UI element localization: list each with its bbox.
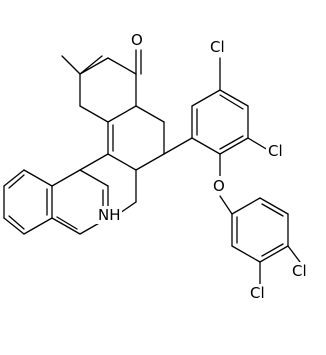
bond <box>61 55 81 75</box>
bond <box>247 137 269 151</box>
bond <box>79 169 109 187</box>
label-backdrop <box>96 206 122 224</box>
bond <box>56 216 78 230</box>
bond <box>79 55 103 75</box>
ketone-oxygen-label: O <box>131 31 143 49</box>
bond <box>51 169 81 187</box>
bond <box>23 217 53 235</box>
bonds <box>3 49 301 287</box>
bond <box>219 89 249 107</box>
bond <box>107 153 137 171</box>
bond <box>219 195 233 215</box>
bond <box>219 94 244 110</box>
bond <box>135 105 165 123</box>
label-backdrop <box>208 38 230 56</box>
bond <box>231 245 261 263</box>
label-backdrop <box>266 142 288 160</box>
bond <box>8 174 25 189</box>
bond <box>107 105 137 123</box>
bond <box>8 215 25 230</box>
bond <box>3 217 25 235</box>
bond <box>219 135 244 150</box>
chlorine-label: Cl <box>292 262 307 280</box>
ether-oxygen-label: O <box>213 177 225 195</box>
bond <box>163 137 193 155</box>
chlorine-label: Cl <box>210 38 225 56</box>
bond <box>135 153 165 171</box>
bond <box>219 137 249 155</box>
bond <box>287 245 301 263</box>
bond <box>261 243 284 257</box>
bond <box>231 197 261 215</box>
bond <box>23 169 53 187</box>
bond <box>261 203 284 217</box>
bond <box>79 57 109 75</box>
atom-labels: O Cl Cl O NH Cl Cl <box>96 30 312 302</box>
label-backdrop <box>290 262 312 280</box>
bond <box>259 245 289 263</box>
amine-nh-label: NH <box>98 206 121 224</box>
bond <box>191 137 221 155</box>
bond <box>51 217 81 235</box>
bond <box>119 201 137 214</box>
bond <box>107 57 137 75</box>
chlorine-label: Cl <box>250 284 265 302</box>
bond <box>79 153 109 171</box>
label-backdrop <box>211 176 229 194</box>
bond <box>79 105 109 123</box>
bond <box>191 89 221 107</box>
label-backdrop <box>248 284 270 302</box>
bond <box>3 169 25 187</box>
bond <box>259 197 289 215</box>
label-backdrop <box>129 30 147 48</box>
chlorine-label: Cl <box>268 142 283 160</box>
